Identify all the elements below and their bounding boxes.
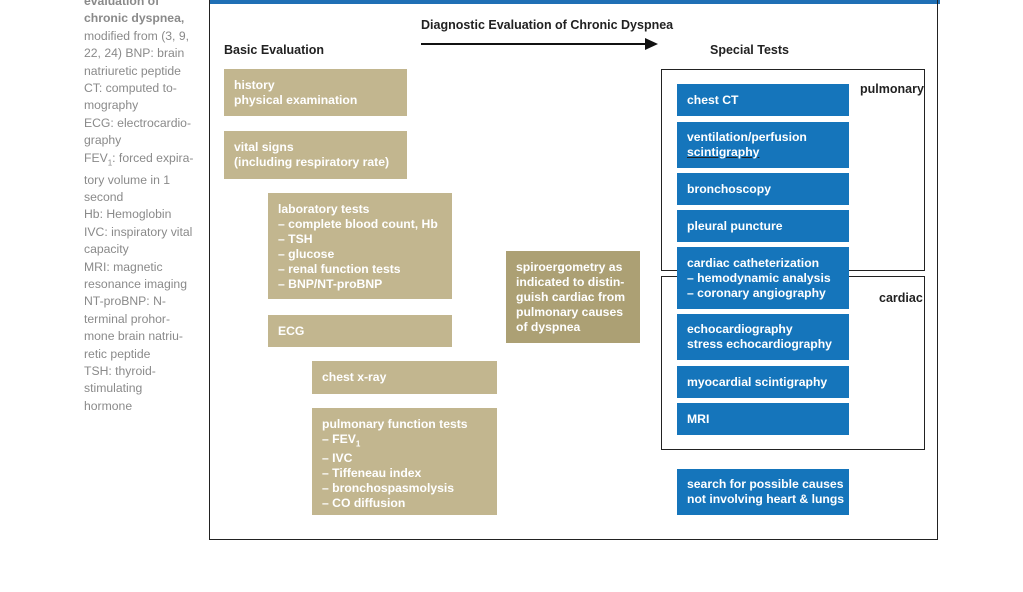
arrow-right-icon (645, 38, 658, 50)
frame-top-accent-bar (209, 0, 940, 4)
search-other-causes-box: search for possible causes not involving… (677, 469, 849, 515)
echocardiography-box: echocardiography stress echocardiography (677, 314, 849, 360)
pulmonary-label: pulmonary (860, 82, 924, 96)
chest-xray-box: chest x-ray (312, 361, 497, 394)
myocardial-scintigraphy-box: myocardial scintigraphy (677, 366, 849, 398)
pulmonary-function-tests-box: pulmonary function tests – FEV1 – IVC – … (312, 408, 497, 515)
diagram-title: Diagnostic Evaluation of Chronic Dyspnea (421, 18, 674, 32)
caption-lead: evaluation of chronic dyspnea, (84, 0, 185, 26)
history-box: history physical examination (224, 69, 407, 116)
laboratory-tests-box: laboratory tests – complete blood count,… (268, 193, 452, 299)
ecg-box: ECG (268, 315, 452, 347)
chest-ct-box: chest CT (677, 84, 849, 116)
figure-caption: evaluation of chronic dyspnea, modified … (84, 0, 194, 415)
pleural-puncture-box: pleural puncture (677, 210, 849, 242)
cardiac-catheterization-box: cardiac catheterization – hemodynamic an… (677, 247, 849, 309)
cardiac-label: cardiac (879, 291, 923, 305)
bronchoscopy-box: bronchoscopy (677, 173, 849, 205)
vital-signs-box: vital signs (including respiratory rate) (224, 131, 407, 179)
spiroergometry-box: spiroergometry as indicated to distin- g… (506, 251, 640, 343)
basic-evaluation-label: Basic Evaluation (224, 43, 325, 57)
special-tests-label: Special Tests (710, 43, 789, 57)
diagram-frame (209, 0, 938, 540)
caption-fev: FEV1: forced expira- (84, 150, 194, 168)
ventilation-perfusion-box: ventilation/perfusion scintigraphy (677, 122, 849, 168)
mri-box: MRI (677, 403, 849, 435)
flow-arrow-line (421, 43, 647, 45)
